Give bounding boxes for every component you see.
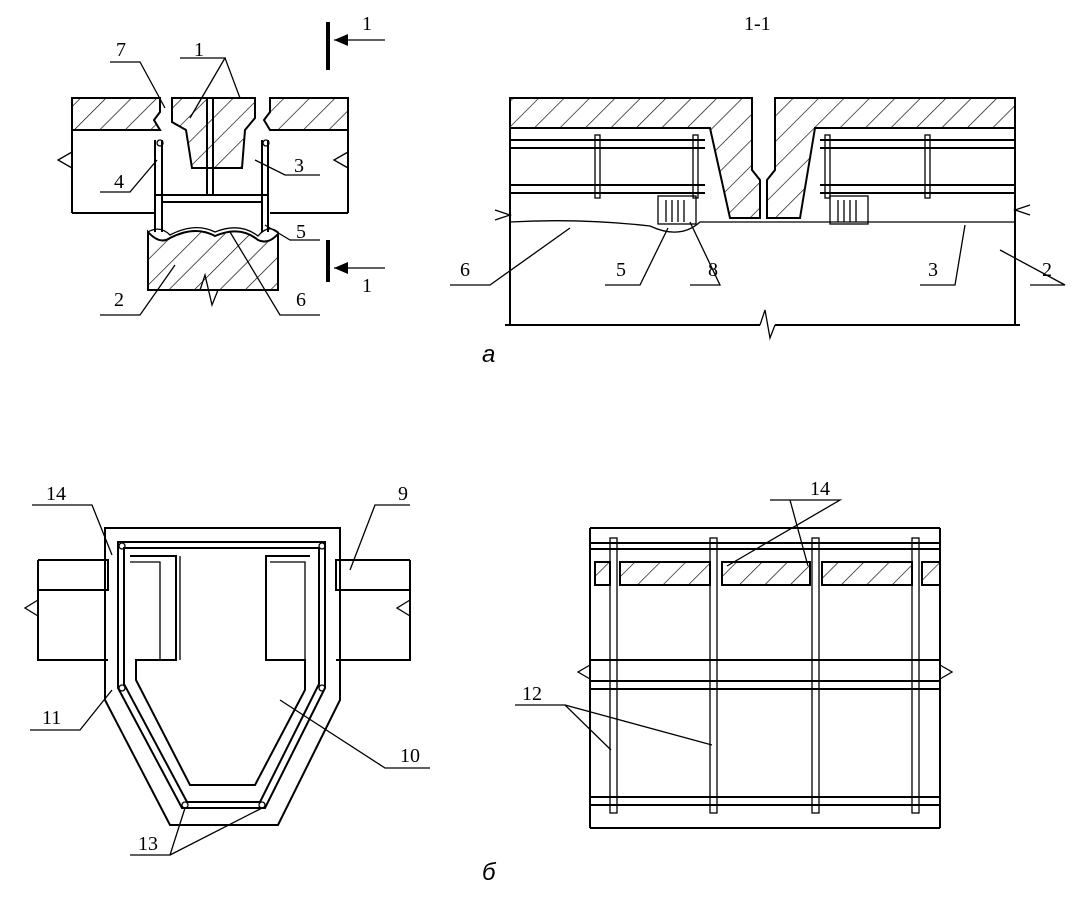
figure-b-cross-section bbox=[23, 504, 430, 856]
section-title: 1-1 bbox=[744, 13, 771, 35]
section-mark-top: 1 bbox=[362, 13, 372, 35]
callout-b-12: 12 bbox=[522, 683, 542, 705]
slab-right bbox=[262, 97, 349, 131]
beam-below bbox=[147, 229, 279, 291]
callout-a-section-6: 6 bbox=[460, 259, 470, 281]
slab-left bbox=[71, 97, 162, 131]
figure-a-caption: а bbox=[482, 341, 495, 368]
slab-right-section bbox=[766, 97, 1016, 219]
callout-a-5: 5 bbox=[296, 221, 306, 243]
callout-a-4: 4 bbox=[114, 171, 124, 193]
formwork-outer bbox=[104, 527, 341, 826]
callout-a-section-3: 3 bbox=[928, 259, 938, 281]
section-mark-bottom: 1 bbox=[362, 275, 372, 297]
callout-a-1: 1 bbox=[194, 39, 204, 61]
callout-b-14-right: 14 bbox=[810, 478, 830, 500]
callout-b-13: 13 bbox=[138, 833, 158, 855]
callout-b-10: 10 bbox=[400, 745, 420, 767]
callout-b-14-left: 14 bbox=[46, 483, 66, 505]
figure-a-section-1-1 bbox=[450, 97, 1066, 341]
figure-b-caption: б bbox=[482, 859, 497, 886]
callout-a-section-5: 5 bbox=[616, 259, 626, 281]
figure-b-plan bbox=[515, 499, 954, 829]
callout-b-11: 11 bbox=[42, 707, 61, 729]
callout-a-6: 6 bbox=[296, 289, 306, 311]
callout-a-7: 7 bbox=[116, 39, 126, 61]
callout-b-9: 9 bbox=[398, 483, 408, 505]
callout-a-section-2: 2 bbox=[1042, 259, 1052, 281]
callout-a-2: 2 bbox=[114, 289, 124, 311]
figure-a-cross-section bbox=[56, 22, 385, 316]
callout-a-3: 3 bbox=[294, 155, 304, 177]
slab-left-section bbox=[509, 97, 761, 219]
callout-a-section-8: 8 bbox=[708, 259, 718, 281]
